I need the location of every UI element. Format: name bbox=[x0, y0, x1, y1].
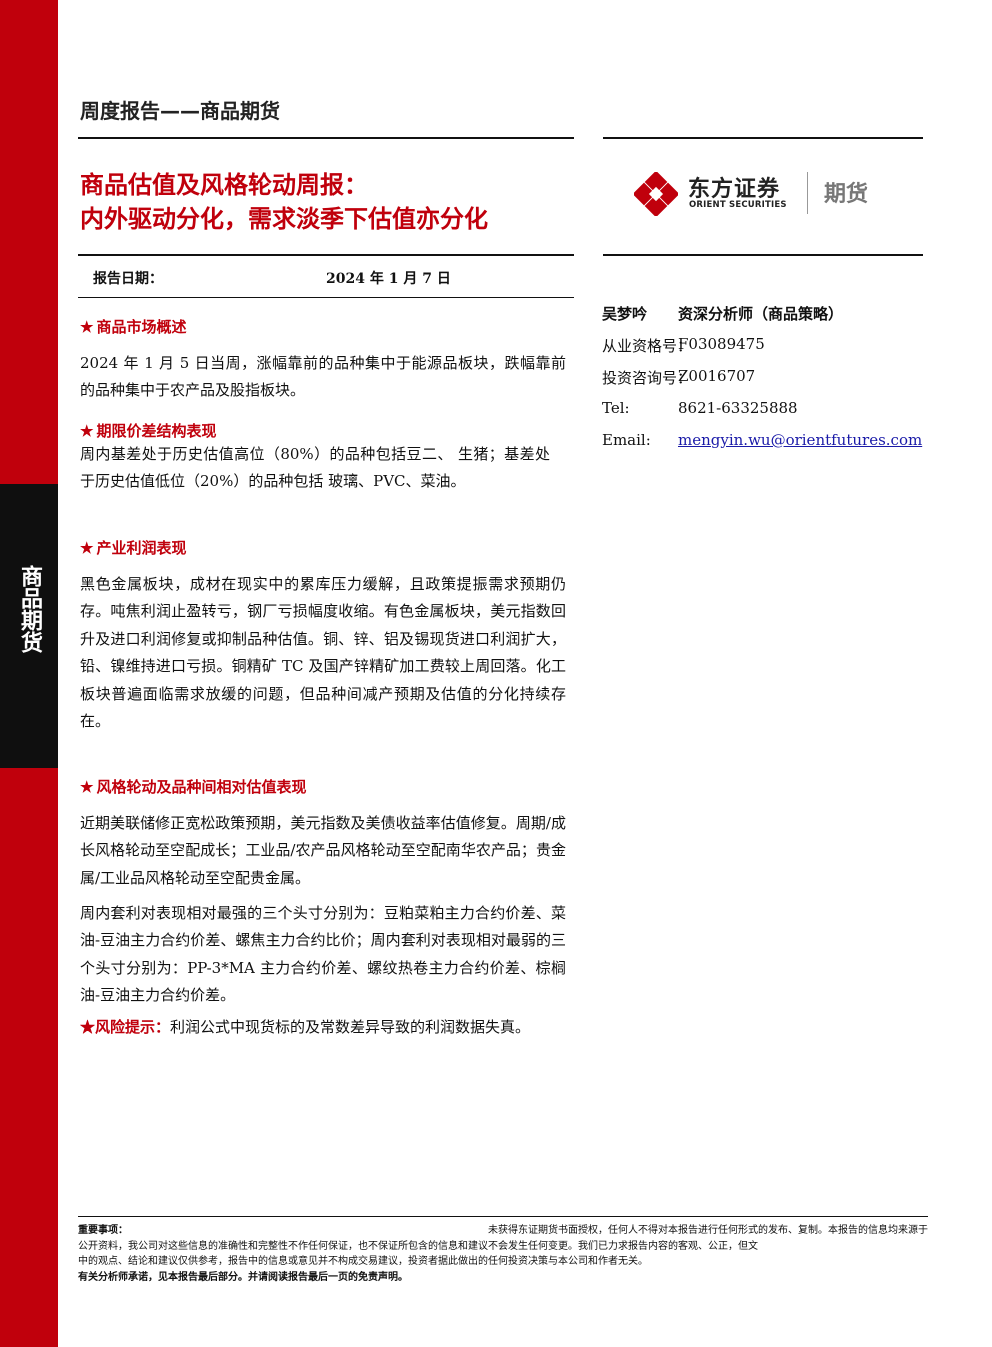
section-heading: ★风格轮动及品种间相对估值表现 bbox=[80, 776, 306, 797]
company-logo: 东方证券 ORIENT SECURITIES 期货 bbox=[634, 170, 884, 216]
analyst-row-key: 投资咨询号： bbox=[602, 369, 693, 387]
report-type: 周度报告——商品期货 bbox=[80, 99, 280, 123]
star-icon: ★ bbox=[80, 422, 94, 440]
side-category-block bbox=[0, 484, 58, 768]
disclaimer-heading: 重要事项： bbox=[78, 1225, 128, 1236]
section-heading: ★产业利润表现 bbox=[80, 537, 186, 558]
section-heading-text: 商品市场概述 bbox=[96, 318, 187, 336]
side-category-label-wrap: 商品期货 bbox=[0, 565, 58, 653]
analyst-title: 资深分析师（商品策略） bbox=[678, 305, 844, 323]
section-paragraph: 近期美联储修正宽松政策预期，美元指数及美债收益率估值修复。周期/成长风格轮动至空… bbox=[80, 814, 566, 887]
analyst-info: 吴梦吟 资深分析师（商品策略） 从业资格号： F03089475 投资咨询号： … bbox=[602, 303, 922, 463]
section-paragraph: 周内套利对表现相对最强的三个头寸分别为：豆粕菜粕主力合约价差、菜油-豆油主力合约… bbox=[80, 904, 566, 1005]
logo-rule bbox=[603, 254, 923, 256]
section-paragraph: 周内基差处于历史估值高位（80%）的品种包括豆二、 生猪；基差处于历史估值低位（… bbox=[80, 445, 550, 491]
report-date-value: 2024 年 1 月 7 日 bbox=[326, 271, 451, 287]
analyst-row-value: F03089475 bbox=[678, 335, 765, 353]
analyst-row-key: 从业资格号： bbox=[602, 337, 693, 355]
title-rule bbox=[78, 254, 574, 256]
header-rule-left bbox=[78, 137, 574, 139]
section-heading-text: 产业利润表现 bbox=[96, 539, 187, 557]
risk-text: 利润公式中现货标的及常数差异导致的利润数据失真。 bbox=[170, 1018, 531, 1036]
date-rule bbox=[78, 297, 574, 298]
disclaimer-line: 中的观点、结论和建议仅供参考，报告中的信息或意见并不构成交易建议，投资者据此做出… bbox=[78, 1256, 648, 1267]
analyst-row-value: Z0016707 bbox=[678, 367, 756, 385]
disclaimer-line: 公开资料，我公司对这些信息的准确性和完整性不作任何保证，也不保证所包含的信息和建… bbox=[78, 1240, 758, 1252]
analyst-email-link[interactable]: mengyin.wu@orientfutures.com bbox=[678, 431, 923, 449]
section-paragraph: 2024 年 1 月 5 日当周，涨幅靠前的品种集中于能源品板块，跌幅靠前的品种… bbox=[80, 354, 566, 400]
logo-divider bbox=[807, 172, 808, 214]
star-icon: ★ bbox=[80, 778, 94, 796]
report-date-label: 报告日期： bbox=[93, 271, 163, 287]
section-heading: ★期限价差结构表现 bbox=[80, 420, 216, 441]
disclaimer-note: 有关分析师承诺，见本报告最后部分。并请阅读报告最后一页的免责声明。 bbox=[78, 1271, 408, 1283]
analyst-row-value: 8621-63325888 bbox=[678, 399, 798, 417]
disclaimer: 重要事项： 未获得东证期货书面授权，任何人不得对本报告进行任何形式的发布、复制。… bbox=[78, 1223, 928, 1285]
section-heading-text: 风格轮动及品种间相对估值表现 bbox=[96, 778, 307, 796]
title-line-2: 内外驱动分化，需求淡季下估值亦分化 bbox=[80, 205, 488, 233]
risk-heading-text: 风险提示： bbox=[95, 1018, 171, 1036]
star-icon: ★ bbox=[80, 318, 94, 336]
logo-brand-cn: 东方证券 bbox=[688, 177, 781, 202]
star-icon: ★ bbox=[80, 1018, 96, 1036]
risk-heading: ★风险提示： bbox=[80, 1018, 170, 1036]
footer-rule bbox=[78, 1216, 928, 1217]
analyst-row-key: Tel: bbox=[602, 399, 630, 417]
disclaimer-line: 未获得东证期货书面授权，任何人不得对本报告进行任何形式的发布、复制。本报告的信息… bbox=[488, 1225, 928, 1236]
title-line-1: 商品估值及风格轮动周报： bbox=[80, 171, 368, 199]
header-rule-right bbox=[603, 137, 923, 139]
section-paragraph: 黑色金属板块，成材在现实中的累库压力缓解，且政策提振需求预期仍存。吨焦利润止盈转… bbox=[80, 575, 566, 731]
analyst-name: 吴梦吟 bbox=[602, 305, 648, 323]
report-title: 商品估值及风格轮动周报： 内外驱动分化，需求淡季下估值亦分化 bbox=[80, 168, 570, 236]
section-heading: ★商品市场概述 bbox=[80, 316, 186, 337]
risk-warning: ★风险提示：利润公式中现货标的及常数差异导致的利润数据失真。 bbox=[80, 1014, 566, 1041]
star-icon: ★ bbox=[80, 539, 94, 557]
logo-division: 期货 bbox=[824, 182, 869, 207]
orient-logo-icon bbox=[634, 172, 678, 216]
section-heading-text: 期限价差结构表现 bbox=[96, 422, 217, 440]
logo-brand-en: ORIENT SECURITIES bbox=[689, 200, 787, 210]
side-category-label: 商品期货 bbox=[17, 565, 42, 653]
analyst-row-key: Email: bbox=[602, 431, 651, 449]
